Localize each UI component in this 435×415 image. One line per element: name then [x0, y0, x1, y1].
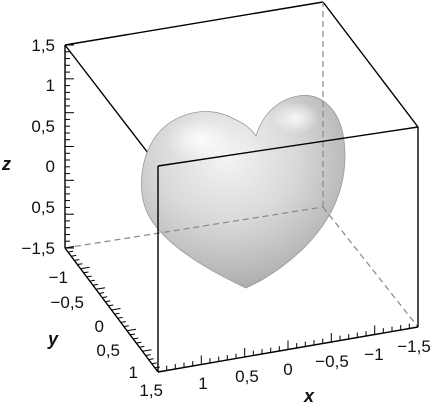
- bounding-box-hidden: [64, 2, 419, 328]
- tick-mark: [80, 266, 90, 270]
- tick-mark: [139, 345, 145, 348]
- tick-mark: [151, 362, 157, 365]
- tick-marks: [64, 44, 419, 373]
- x-tick-label: −0,5: [315, 352, 349, 371]
- z-axis: 1,5 1 0,5 0 0,5 −1,5 z: [1, 36, 55, 258]
- z-tick-label: −1,5: [21, 239, 55, 258]
- tick-mark: [99, 292, 105, 294]
- box-edge-hidden: [64, 206, 324, 249]
- box-edge: [157, 126, 419, 167]
- tick-mark: [126, 328, 137, 332]
- z-tick-label: 0,5: [31, 117, 55, 136]
- tick-mark: [136, 341, 142, 344]
- tick-mark: [89, 279, 95, 282]
- x-tick-label: 0,5: [235, 367, 259, 386]
- y-tick-label: −0,5: [50, 293, 84, 312]
- tick-mark: [86, 275, 92, 278]
- tick-mark: [74, 259, 80, 261]
- tick-mark: [154, 366, 160, 369]
- y-tick-label: 1,5: [139, 381, 163, 400]
- heart-surface: [141, 95, 346, 289]
- x-axis-label: x: [303, 386, 315, 406]
- tick-mark: [120, 321, 126, 323]
- tick-mark: [68, 250, 74, 253]
- box-edge: [64, 44, 159, 167]
- tick-mark: [111, 308, 121, 311]
- tick-mark: [142, 349, 152, 352]
- y-tick-label: 0,5: [96, 341, 120, 360]
- heart-highlight-left: [166, 118, 234, 162]
- tick-mark: [95, 287, 106, 290]
- tick-mark: [130, 333, 136, 336]
- tick-mark: [145, 354, 151, 356]
- z-tick-label: 0,5: [31, 198, 55, 217]
- tick-mark: [108, 304, 114, 307]
- tick-mark: [83, 271, 89, 274]
- box-edge-hidden: [322, 206, 419, 328]
- tick-mark: [114, 312, 120, 315]
- box-edge: [322, 1, 419, 128]
- y-tick-label: 0: [95, 317, 104, 336]
- x-tick-label: 0: [283, 360, 292, 379]
- tick-mark: [77, 263, 83, 265]
- tick-mark: [123, 325, 129, 327]
- x-axis: 1 0,5 0 −0,5 −1 −1,5 x: [198, 337, 431, 406]
- box-edge: [64, 1, 324, 46]
- x-tick-label: −1: [364, 345, 383, 364]
- tick-mark: [148, 358, 154, 361]
- z-tick-label: 0: [46, 157, 55, 176]
- z-tick-label: 1,5: [31, 36, 55, 55]
- z-tick-label: 1: [46, 76, 55, 95]
- tick-mark: [102, 296, 108, 299]
- tick-mark: [105, 300, 111, 303]
- tick-mark: [71, 254, 77, 257]
- x-tick-label: 1: [198, 374, 207, 393]
- tick-mark: [92, 283, 98, 286]
- y-axis: −1 −0,5 0 0,5 1 1,5 y: [47, 268, 163, 400]
- y-tick-label: −1: [49, 268, 68, 287]
- y-tick-label: 1: [129, 363, 138, 382]
- tick-mark: [64, 246, 75, 249]
- y-axis-label: y: [47, 329, 59, 349]
- tick-mark: [117, 316, 123, 319]
- z-axis-label: z: [1, 154, 11, 174]
- x-tick-label: −1,5: [397, 337, 431, 356]
- heart-highlight-right: [272, 102, 320, 134]
- tick-mark: [157, 370, 168, 373]
- tick-mark: [133, 337, 139, 340]
